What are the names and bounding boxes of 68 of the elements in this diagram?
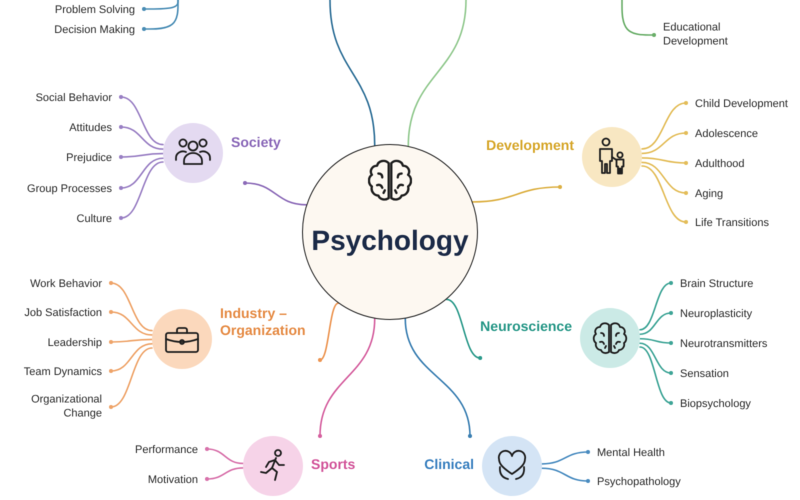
subtopic-label: Educational Development xyxy=(663,20,729,48)
subtopic-label: Organizational Change xyxy=(30,392,102,420)
subtopic-label: Team Dynamics xyxy=(24,365,102,379)
branch-line xyxy=(119,161,164,220)
subtopic-label: Mental Health xyxy=(597,446,665,460)
branch-line xyxy=(243,181,308,206)
branch-line xyxy=(639,281,673,331)
subtopic-label: Biopsychology xyxy=(680,397,751,411)
subtopic-label: Performance xyxy=(135,443,198,457)
branch-line xyxy=(641,157,688,165)
branch-line xyxy=(641,101,688,150)
branch-line xyxy=(142,0,179,31)
branch-line xyxy=(641,131,688,154)
branch-line xyxy=(109,338,153,344)
branch-title: Industry – Organization xyxy=(220,305,307,339)
subtopic-label: Adolescence xyxy=(695,127,758,141)
subtopic-label: Attitudes xyxy=(69,121,112,135)
subtopic-label: Leadership xyxy=(48,336,102,350)
branch-line xyxy=(109,347,153,409)
branch-line xyxy=(318,318,376,438)
subtopic-label: Neuroplasticity xyxy=(680,307,752,321)
subtopic-label: Motivation xyxy=(148,473,198,487)
branch-line xyxy=(639,338,673,345)
subtopic-label: Problem Solving xyxy=(54,3,135,17)
branch-line xyxy=(541,450,590,465)
branch-line xyxy=(119,157,164,190)
branch-line xyxy=(109,281,153,332)
subtopic-label: Job Satisfaction xyxy=(24,306,102,320)
branch-title: Clinical xyxy=(424,456,474,473)
subtopic-label: Neurotransmitters xyxy=(680,337,768,351)
branch-line xyxy=(404,318,472,438)
branch-title: Neuroscience xyxy=(480,318,572,335)
central-title: Psychology xyxy=(311,224,469,258)
subtopic-label: Decision Making xyxy=(54,23,135,37)
branch-line xyxy=(109,343,153,373)
subtopic-label: Social Behavior xyxy=(36,91,112,105)
branch-line xyxy=(109,310,153,336)
branch-line xyxy=(641,165,688,224)
subtopic-label: Child Development xyxy=(695,97,788,111)
branch-line xyxy=(329,0,376,146)
branch-line xyxy=(639,342,673,375)
branch-line xyxy=(119,152,164,159)
branch-title: Development xyxy=(486,137,574,154)
branch-line xyxy=(541,467,590,483)
branch-line xyxy=(205,467,244,481)
branch-line xyxy=(641,162,688,195)
branch-line xyxy=(639,346,673,405)
branch-line xyxy=(639,311,673,336)
subtopic-label: Culture xyxy=(76,212,112,226)
branch-line xyxy=(119,95,164,146)
subtopic-label: Brain Structure xyxy=(680,277,754,291)
subtopic-label: Adulthood xyxy=(695,157,745,171)
subtopic-label: Group Processes xyxy=(27,182,112,196)
branch-title: Society xyxy=(231,134,281,151)
branch-line xyxy=(408,0,467,147)
branch-title: Sports xyxy=(311,456,356,473)
subtopic-label: Aging xyxy=(695,187,724,201)
subtopic-label: Prejudice xyxy=(66,151,112,165)
branch-line xyxy=(472,185,562,203)
branch-line xyxy=(119,125,164,150)
branch-line xyxy=(318,302,340,362)
subtopic-label: Work Behavior xyxy=(30,277,102,291)
branch-line xyxy=(205,447,244,464)
branch-line xyxy=(621,0,656,37)
subtopic-label: Sensation xyxy=(680,367,729,381)
subtopic-label: Psychopathology xyxy=(597,475,681,489)
branch-line xyxy=(446,298,482,360)
subtopic-label: Life Transitions xyxy=(695,216,769,230)
